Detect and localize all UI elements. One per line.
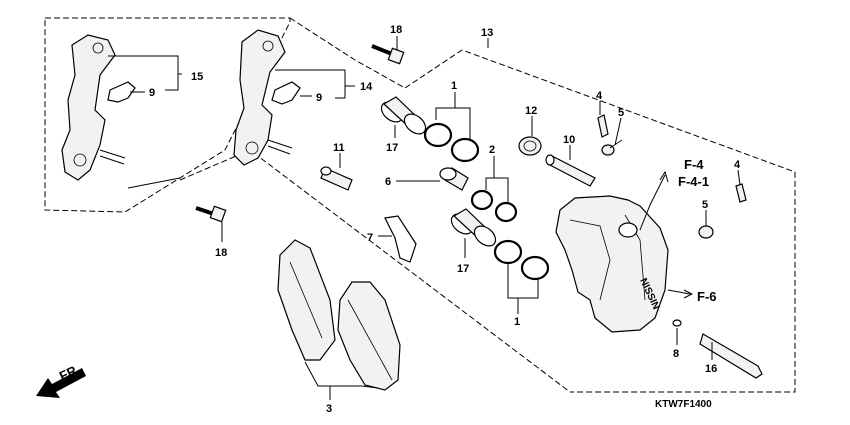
bleeder-cap-upper: [601, 139, 623, 156]
callout-15: 15: [191, 71, 203, 83]
pin-bolt: [320, 166, 353, 191]
piston-seal-upper: [423, 122, 480, 163]
pad-pin-shaft: [699, 333, 763, 379]
bleeder-screw-upper: [597, 114, 609, 138]
callout-3: 3: [326, 403, 332, 415]
front-label: FR.: [57, 361, 82, 383]
boot: [518, 136, 542, 156]
piston-seal-lower: [493, 239, 550, 281]
diagram-code: KTW7F1400: [655, 399, 712, 410]
ref-f4: F-4: [684, 157, 704, 172]
arrow-icon: [36, 368, 86, 398]
callout-16: 16: [705, 363, 717, 375]
ref-f6: F-6: [697, 289, 717, 304]
callout-2: 2: [489, 144, 495, 156]
callout-4-lower: 4: [734, 159, 741, 171]
washer: [672, 319, 682, 327]
callout-7: 7: [367, 232, 373, 244]
caliper-bracket-left: [61, 34, 126, 181]
callout-12: 12: [525, 105, 537, 117]
callout-4-upper: 4: [596, 90, 603, 102]
callout-18-lower: 18: [215, 247, 227, 259]
callout-13: 13: [481, 27, 493, 39]
piston-seal-small: [470, 189, 518, 223]
piston-lower: [450, 208, 497, 247]
callout-18-top: 18: [390, 24, 402, 36]
callout-17-lower: 17: [457, 263, 469, 275]
callout-14: 14: [360, 81, 373, 93]
piston-small: [439, 167, 469, 191]
callout-9-middle: 9: [316, 92, 322, 104]
caliper-body: NISSIN: [555, 195, 669, 333]
pad-retainer: [384, 215, 417, 263]
assembly-outline-13: [127, 17, 796, 393]
callout-5-upper: 5: [618, 107, 624, 119]
callout-17-upper: 17: [386, 142, 398, 154]
callout-1-upper: 1: [451, 80, 457, 92]
callout-5-lower: 5: [702, 199, 708, 211]
bleeder-screw-lower: [735, 183, 747, 203]
pad-spring-left: [107, 81, 136, 103]
callout-9-left: 9: [149, 87, 155, 99]
bleeder-cap-lower: [698, 225, 714, 239]
front-direction-arrow: FR.: [36, 361, 86, 398]
brake-pad-inner: [337, 281, 401, 391]
callout-6: 6: [385, 176, 391, 188]
reference-labels: F-4 F-4-1 F-6: [678, 157, 717, 304]
callout-10: 10: [563, 134, 575, 146]
slide-pin: [545, 154, 596, 187]
callout-8: 8: [673, 348, 679, 360]
leader-lines: [108, 36, 741, 400]
ref-f4-1: F-4-1: [678, 174, 709, 189]
caliper-bracket-middle: [233, 29, 293, 166]
pad-spring-middle: [271, 81, 301, 105]
brake-pad-outer: [277, 239, 336, 361]
bolt-top: [371, 44, 405, 65]
callout-11: 11: [333, 142, 345, 154]
callout-1-lower: 1: [514, 316, 520, 328]
piston-upper: [380, 96, 427, 135]
bolt-lower: [195, 205, 227, 223]
callout-labels: 15 9 14 9 18 13 1 2 1 17 17 6 7 11 10 12…: [149, 24, 741, 415]
